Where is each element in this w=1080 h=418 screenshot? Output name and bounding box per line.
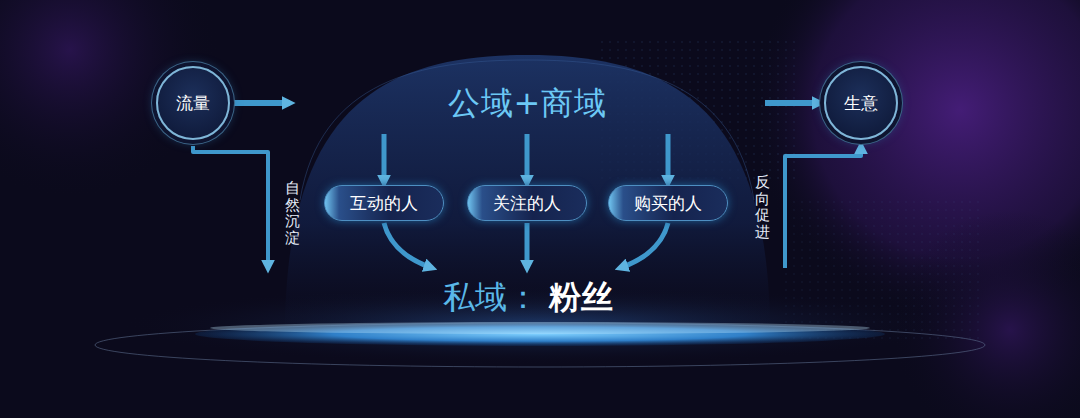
edge-label: 自然沉淀 xyxy=(285,180,300,246)
node-text: 生意 xyxy=(844,92,878,115)
node-text: 私域： xyxy=(443,276,539,320)
business-circle: 生意 xyxy=(824,66,898,140)
flow-arrow xyxy=(384,223,432,268)
node-text: 公域+商域 xyxy=(448,82,608,126)
flow-arrow xyxy=(525,223,530,268)
edge-label: 反向促进 xyxy=(755,174,770,240)
node-text: 关注的人 xyxy=(493,192,561,215)
flow-arrow xyxy=(193,146,268,268)
flow-arrow xyxy=(620,223,668,268)
flow-circle: 流量 xyxy=(156,66,230,140)
flow-arrow xyxy=(666,134,671,183)
audience-pill: 购买的人 xyxy=(608,185,728,221)
flow-arrow xyxy=(525,134,530,183)
flow-arrow xyxy=(382,134,387,183)
flow-arrow xyxy=(765,100,820,106)
domain-heading: 公域+商域 xyxy=(290,78,765,130)
flow-arrow xyxy=(234,100,290,106)
audience-pill: 互动的人 xyxy=(324,185,444,221)
private-domain-base: 私域：粉丝 xyxy=(250,268,805,328)
node-text: 粉丝 xyxy=(549,276,613,320)
node-text: 流量 xyxy=(176,92,210,115)
node-text: 购买的人 xyxy=(634,192,702,215)
flow-arrow xyxy=(785,146,861,268)
node-text: 互动的人 xyxy=(350,192,418,215)
audience-pill: 关注的人 xyxy=(467,185,587,221)
